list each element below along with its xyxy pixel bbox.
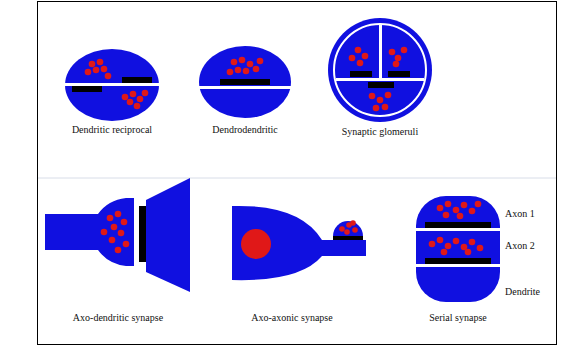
caption-label: Axo-axonic synapse	[251, 312, 332, 324]
part-label: Dendrite	[505, 286, 540, 298]
caption-label: Dendrodendritic	[212, 124, 278, 136]
part-label: Axon 1	[505, 208, 535, 220]
caption-label: Axo-dendritic synapse	[73, 312, 163, 324]
caption-label: Dendritic reciprocal	[72, 124, 152, 136]
part-label: Axon 2	[505, 240, 535, 252]
caption-label: Serial synapse	[429, 312, 487, 324]
caption-label: Synaptic glomeruli	[342, 126, 418, 138]
